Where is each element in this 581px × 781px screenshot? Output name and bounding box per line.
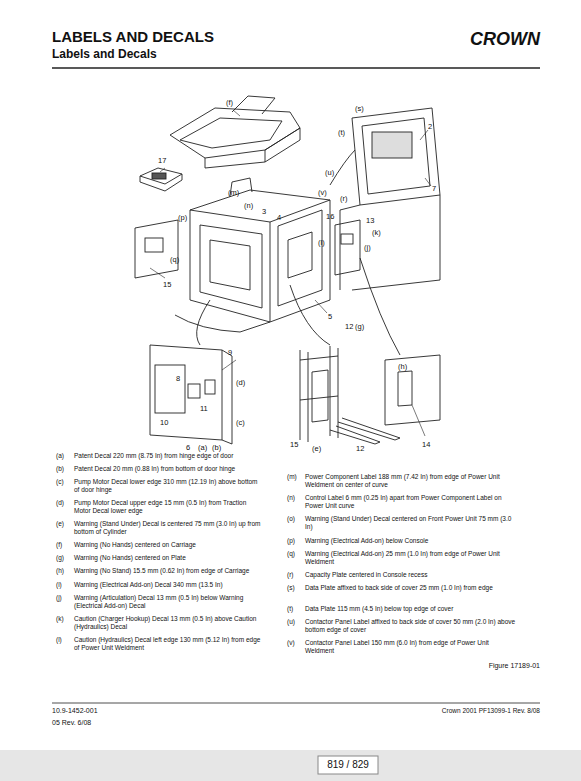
copyright: Crown 2001 PF13099-1 Rev. 8/08 (442, 707, 540, 715)
callout-letter: (u) (325, 168, 334, 177)
callout-letter: (n) (244, 201, 253, 210)
legend-letter: (h) (56, 567, 64, 575)
legend-letter: (v) (287, 639, 295, 647)
legend-letter: (e) (56, 520, 64, 528)
subtitle: Labels and Decals (52, 47, 157, 62)
legend-letter: (d) (56, 499, 64, 507)
legend-text: Warning (Stand Under) Decal is centered … (74, 520, 264, 536)
callout-number: 9 (228, 348, 232, 357)
callout-number: 15 (163, 280, 171, 289)
legend-text: Warning (Stand Under) Decal centered on … (305, 515, 517, 531)
legend-text: Control Label 6 mm (0.25 In) apart from … (305, 494, 517, 510)
callout-letter: (d) (236, 378, 245, 387)
callout-number: 11 (200, 404, 208, 413)
legend-letter: (a) (56, 452, 64, 460)
legend-text: Warning (No Hands) centered on Carriage (74, 541, 264, 549)
callout-letter: (p) (178, 213, 187, 222)
callout-number: 13 (366, 216, 374, 225)
legend-letter: (s) (287, 584, 295, 592)
callout-letter: (q) (170, 255, 179, 264)
page-counter: 819 / 829 (327, 759, 369, 772)
leader-lines (150, 110, 431, 436)
callout-number: 6 (186, 443, 190, 452)
callout-number: 16 (326, 212, 334, 221)
callout-letter: (g) (355, 322, 364, 331)
callout-number: 17 (158, 156, 166, 165)
legend-text: Patent Decal 20 mm (0.88 In) from bottom… (74, 465, 264, 473)
legend-letter: (u) (287, 618, 295, 626)
legend-text: Power Component Label 188 mm (7.42 In) f… (305, 473, 517, 489)
callout-letter: (h) (398, 362, 407, 371)
callout-number: 7 (432, 184, 436, 193)
legend-text: Capacity Plate centered in Console reces… (305, 571, 517, 579)
legend-letter: (b) (56, 465, 64, 473)
legend-letter: (n) (287, 494, 295, 502)
callout-number: 15 (290, 440, 298, 449)
callout-letter: (c) (236, 418, 245, 427)
figure-caption: Figure 17189-01 (489, 662, 540, 671)
callout-number: 10 (160, 418, 168, 427)
legend-text: Warning (No Stand) 15.5 mm (0.62 In) fro… (74, 567, 264, 575)
legend-text: Warning (Electrical Add-on) 25 mm (1.0 I… (305, 550, 517, 566)
legend-letter: (f) (56, 541, 62, 549)
legend-letter: (g) (56, 554, 64, 562)
page-box (318, 756, 378, 774)
legend-letter: (p) (287, 537, 295, 545)
legend-letter: (t) (287, 605, 293, 613)
legend-letter: (l) (56, 636, 62, 644)
document-number: 10.9-1452-001 (52, 707, 98, 716)
callout-number: 4 (277, 213, 281, 222)
callout-letter: (l) (318, 238, 325, 247)
callout-letter: (e) (312, 444, 321, 453)
brand-logo: CROWN (470, 28, 540, 51)
legend-text: Data Plate affixed to back side of cover… (305, 584, 517, 592)
legend-text: Warning (Articulation) Decal 13 mm (0.5 … (74, 594, 264, 610)
callout-number: 8 (176, 374, 180, 383)
legend-letter: (r) (287, 571, 294, 579)
callout-letter: (b) (212, 443, 221, 452)
callout-letter: (t) (338, 128, 345, 137)
legend-letter: (m) (287, 473, 297, 481)
callout-letter: (r) (340, 194, 348, 203)
callout-letter: (j) (364, 243, 371, 252)
callout-letter: (f) (226, 98, 233, 107)
revision: 05 Rev. 6/08 (52, 719, 91, 728)
callout-number: 2 (428, 122, 432, 131)
callout-number: 12 (345, 322, 353, 331)
legend-letter: (o) (287, 515, 295, 523)
callout-letter: (v) (318, 188, 327, 197)
legend-text: Patent Decal 220 mm (8.75 In) from hinge… (74, 452, 264, 460)
legend-text: Data Plate 115 mm (4.5 In) below top edg… (305, 605, 517, 613)
callout-letter: (s) (355, 104, 364, 113)
callout-letter: (a) (198, 443, 207, 452)
callout-number: 5 (328, 312, 332, 321)
legend-letter: (j) (56, 594, 62, 602)
page-title: LABELS AND DECALS (52, 28, 214, 47)
footer-rule (52, 703, 540, 704)
callout-number: 3 (262, 207, 266, 216)
callout-number: 12 (356, 444, 364, 453)
legend-text: Caution (Charger Hookup) Decal 13 mm (0.… (74, 615, 264, 631)
callout-letter: (m) (228, 188, 239, 197)
legend-text: Warning (Electrical Add-on) below Consol… (305, 537, 517, 545)
legend-letter: (i) (56, 581, 62, 589)
legend-text: Pump Motor Decal upper edge 15 mm (0.5 I… (74, 499, 264, 515)
legend-text: Warning (No Hands) centered on Plate (74, 554, 264, 562)
viewer-toolbar (0, 750, 581, 781)
legend-text: Caution (Hydraulics) Decal left edge 130… (74, 636, 264, 652)
callout-letter: (k) (372, 228, 381, 237)
callout-number: 14 (422, 440, 430, 449)
legend-text: Pump Motor Decal lower edge 310 mm (12.1… (74, 478, 264, 494)
legend-letter: (q) (287, 550, 295, 558)
legend-text: Warning (Electrical Add-on) Decal 340 mm… (74, 581, 264, 589)
legend-text: Contactor Panel Label affixed to back si… (305, 618, 517, 634)
legend-text: Contactor Panel Label 150 mm (6.0 In) fr… (305, 639, 517, 655)
truck-drawing (52, 68, 540, 444)
legend-letter: (c) (56, 478, 64, 486)
legend-letter: (k) (56, 615, 64, 623)
